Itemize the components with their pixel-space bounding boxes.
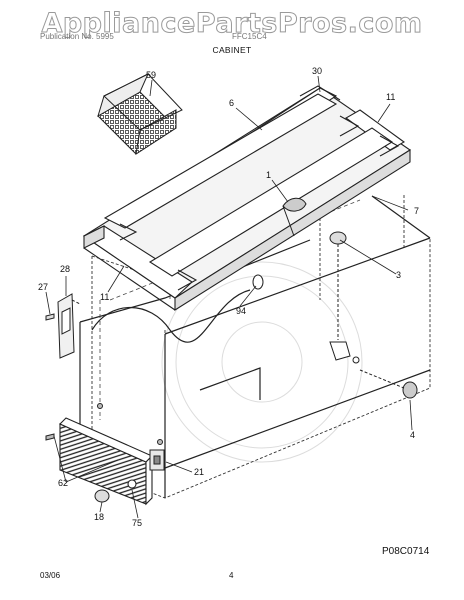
callout-18: 18 [94, 512, 105, 522]
storage-basket [97, 72, 183, 156]
grille-screws [45, 403, 163, 445]
divider-part [282, 197, 307, 237]
callout-1: 1 [266, 170, 272, 180]
drain-fitting [329, 231, 360, 364]
thermostat-knob [252, 274, 264, 290]
footer-date: 03/06 [40, 571, 61, 580]
publication-number: Publication No. 5995 [40, 32, 114, 41]
callout-7: 7 [414, 206, 420, 216]
section-title: CABINET [212, 45, 252, 55]
callout-21: 21 [194, 467, 205, 477]
power-cord-connector [149, 449, 165, 471]
footer-page-number: 4 [229, 571, 234, 580]
callout-94: 94 [236, 306, 247, 316]
callout-3: 3 [396, 270, 402, 280]
site-watermark: AppliancePartsPros.com [41, 8, 423, 40]
callout-4: 4 [410, 430, 416, 440]
front-grille [59, 417, 153, 506]
background-seal-watermark [161, 261, 363, 463]
callout-27: 27 [38, 282, 49, 292]
callout-30: 30 [312, 66, 323, 76]
callout-28: 28 [60, 264, 71, 274]
leveling-foot [94, 489, 110, 503]
leader-lines [45, 75, 413, 519]
callout-6: 6 [229, 98, 235, 108]
callout-62: 62 [58, 478, 69, 488]
figure-code: P08C0714 [382, 546, 430, 557]
callout-11-top: 11 [386, 92, 396, 102]
model-number: FFC15C4 [232, 32, 267, 41]
callout-11-left: 11 [100, 292, 110, 302]
cabinet-outline [79, 195, 431, 498]
hinge-screw [45, 313, 55, 321]
callout-59: 59 [146, 70, 157, 80]
drain-cap [359, 369, 418, 399]
lid-frame [82, 85, 411, 311]
hinge-bracket [57, 293, 81, 359]
callout-75: 75 [132, 518, 143, 528]
